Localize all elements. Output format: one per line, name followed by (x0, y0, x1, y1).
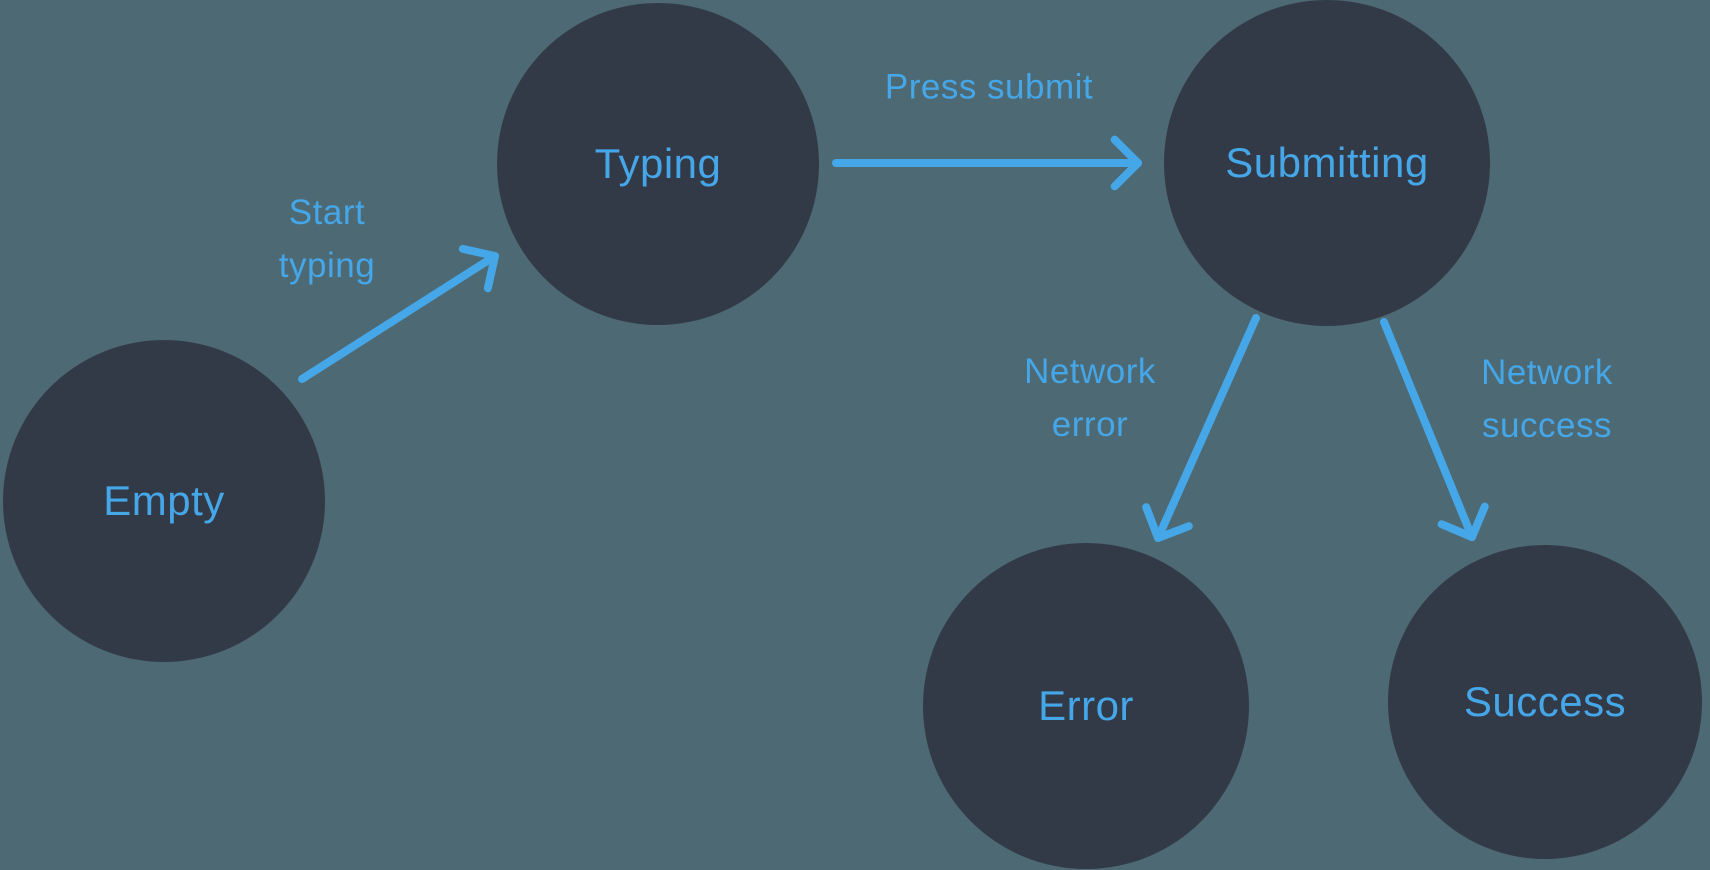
edge-label-line: Start (288, 193, 366, 232)
edge-network-error-arrowhead (1142, 503, 1162, 542)
state-node-label: Empty (103, 477, 225, 524)
edge-label-line: Network (1481, 353, 1613, 392)
edge-press-submit-arrowhead (1110, 135, 1142, 167)
edge-label-line: success (1482, 406, 1612, 445)
edge-start-typing-arrowhead (483, 252, 499, 293)
edge-label-line: Network (1024, 352, 1156, 391)
edge-network-success-arrowhead (1468, 502, 1489, 541)
edge-label-line: typing (278, 246, 376, 285)
edge-network-success-arrowhead (1437, 520, 1476, 541)
edge-network-error-arrowhead (1154, 522, 1193, 542)
state-node-label: Success (1463, 678, 1627, 725)
state-node-label: Typing (594, 140, 722, 187)
edge-start-typing-arrowhead (458, 244, 499, 260)
state-node-label: Error (1038, 682, 1134, 729)
state-node-typing: Typing (497, 3, 819, 325)
state-node-submitting: Submitting (1164, 0, 1490, 326)
edge-network-error-line (1154, 314, 1260, 542)
state-node-success: Success (1388, 545, 1702, 859)
edge-network-success-line (1380, 318, 1476, 541)
edge-label-press-submit: Press submit (885, 61, 1093, 114)
edge-press-submit-arrowhead (1110, 159, 1142, 191)
edge-label-start-typing: Start typing (279, 186, 375, 292)
edge-label-line: Press submit (884, 67, 1094, 107)
state-node-label: Submitting (1225, 139, 1429, 186)
state-node-error: Error (923, 543, 1249, 869)
edge-start-typing-line (298, 252, 499, 383)
state-node-empty: Empty (3, 340, 325, 662)
edge-label-network-success: Network success (1481, 346, 1613, 452)
edge-label-network-error: Network error (1024, 345, 1156, 451)
edge-label-line: error (1051, 405, 1129, 444)
